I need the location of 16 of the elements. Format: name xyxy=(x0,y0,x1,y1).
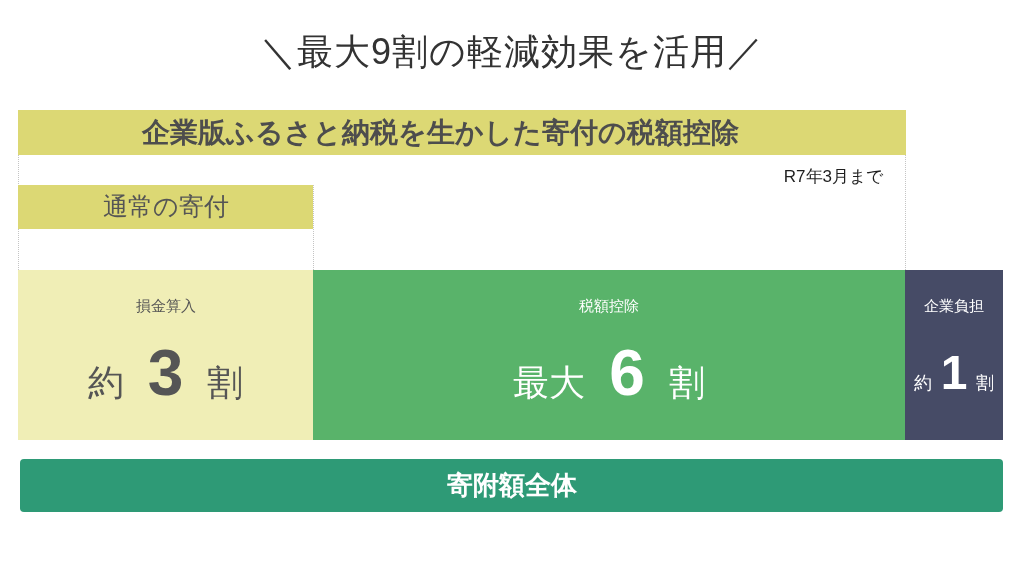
title: ＼最大9割の軽減効果を活用／ xyxy=(260,30,764,74)
ratio-block xyxy=(313,270,905,440)
dotted-frame xyxy=(18,110,906,270)
ratio-text: 約 1 割 xyxy=(913,349,995,397)
dotted-frame xyxy=(18,185,314,270)
segment-label: 損金算入 xyxy=(135,298,196,313)
ratio-block xyxy=(18,270,313,440)
ratio-text: 約 3 割 xyxy=(87,341,244,405)
ratio-text: 最大 6 割 xyxy=(513,341,705,405)
note-text: R7年3月まで xyxy=(783,168,883,185)
header-band: 通常の寄付 xyxy=(18,185,313,229)
total-bar: 寄附額全体 xyxy=(20,459,1003,512)
ratio-block xyxy=(905,270,1003,440)
segment-label: 企業負担 xyxy=(924,298,984,313)
header-band: 企業版ふるさと納税を生かした寄付の税額控除 xyxy=(18,110,906,155)
segment-label: 税額控除 xyxy=(579,298,639,313)
